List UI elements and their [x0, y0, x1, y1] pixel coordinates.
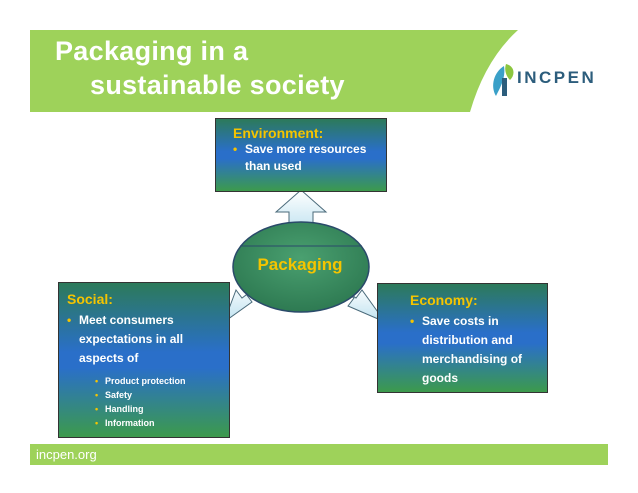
sub-bullet-text: Handling — [105, 404, 144, 414]
social-sub-bullet: • Information — [95, 416, 229, 430]
environment-bullet: • Save more resources than used — [233, 141, 390, 175]
economy-box: Economy: • Save costs in distribution an… — [377, 283, 548, 393]
social-bullet: • Meet consumers expectations in all asp… — [67, 311, 209, 368]
social-sub-bullet: • Handling — [95, 402, 229, 416]
bullet-dot: • — [410, 314, 415, 328]
footer-link[interactable]: incpen.org — [36, 447, 97, 462]
economy-heading: Economy: — [410, 292, 478, 308]
environment-box: Environment: • Save more resources than … — [215, 118, 387, 192]
social-bullet-text: Meet consumers expectations in all aspec… — [79, 313, 184, 365]
title-line-2: sustainable society — [90, 70, 345, 100]
title-band-shape — [30, 30, 518, 112]
sub-bullet-text: Product protection — [105, 376, 186, 386]
economy-bullet-text: Save costs in distribution and merchandi… — [422, 314, 523, 385]
page-title: Packaging in a sustainable society — [55, 34, 345, 102]
social-sub-bullet: • Product protection — [95, 374, 229, 388]
packaging-ellipse — [232, 221, 370, 313]
title-band — [30, 30, 608, 112]
environment-heading: Environment: — [233, 125, 324, 141]
bullet-dot: • — [67, 313, 72, 327]
social-box: Social: • Meet consumers expectations in… — [58, 282, 230, 438]
footer-band: incpen.org — [30, 444, 608, 465]
social-sub-bullet: • Safety — [95, 388, 229, 402]
packaging-label: Packaging — [257, 255, 343, 274]
bullet-dot: • — [233, 142, 238, 156]
bullet-dot: • — [95, 390, 99, 400]
bullet-dot: • — [95, 404, 99, 414]
economy-bullet: • Save costs in distribution and merchan… — [410, 312, 534, 388]
social-heading: Social: — [67, 291, 113, 307]
bullet-dot: • — [95, 376, 99, 386]
sub-bullet-text: Information — [105, 418, 155, 428]
environment-bullet-text: Save more resources than used — [245, 142, 367, 173]
incpen-logo-icon — [493, 64, 514, 96]
logo-text: INCPEN — [517, 68, 597, 87]
title-line-1: Packaging in a — [55, 36, 249, 66]
bullet-dot: • — [95, 418, 99, 428]
sub-bullet-text: Safety — [105, 390, 133, 400]
